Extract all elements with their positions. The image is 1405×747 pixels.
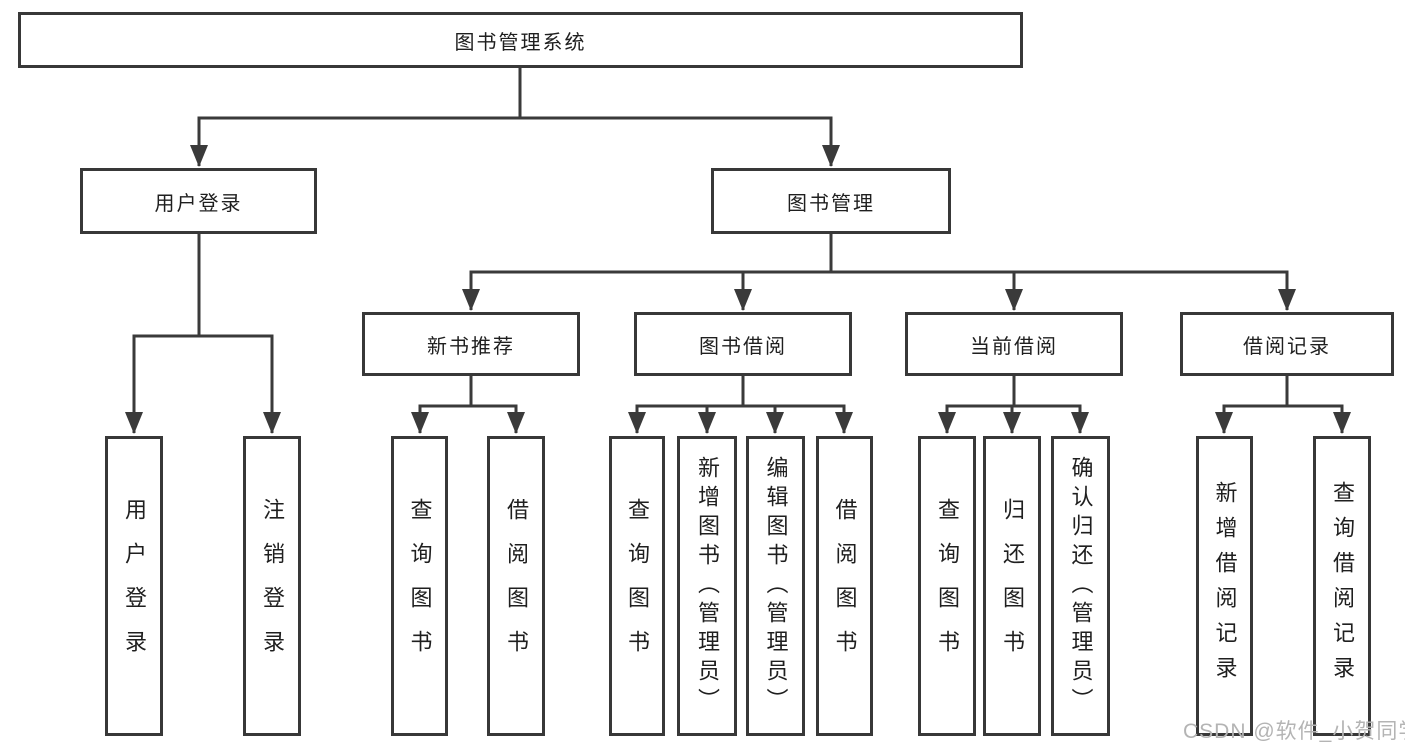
node-root: 图书管理系统 [18, 12, 1023, 68]
node-book-management: 图书管理 [711, 168, 951, 234]
node-new-book-recommend: 新书推荐 [362, 312, 580, 376]
leaf-borrow-book-newrec: 借阅图书 [487, 436, 545, 736]
node-new-book-recommend-label: 新书推荐 [427, 335, 515, 358]
leaf-query-borrow-record: 查询借阅记录 [1313, 436, 1371, 736]
leaf-edit-book-admin-label: 编辑图书（管理员） [763, 455, 789, 717]
leaf-user-login-label: 用户登录 [122, 498, 147, 674]
node-user-login: 用户登录 [80, 168, 317, 234]
csdn-watermark: CSDN @软件_小贺同学 [1183, 720, 1405, 743]
node-book-borrow-label: 图书借阅 [699, 335, 787, 358]
leaf-logout-label: 注销登录 [260, 498, 285, 674]
leaf-confirm-return-admin-label: 确认归还（管理员） [1068, 455, 1094, 717]
leaf-add-book-admin-label: 新增图书（管理员） [695, 455, 720, 717]
leaf-borrow-book-newrec-label: 借阅图书 [504, 498, 529, 674]
leaf-query-book-newrec: 查询图书 [391, 436, 448, 736]
node-user-login-label: 用户登录 [154, 192, 243, 215]
node-borrow-record: 借阅记录 [1180, 312, 1394, 376]
leaf-query-book-borrow-label: 查询图书 [625, 498, 650, 674]
leaf-borrow-book-label: 借阅图书 [832, 498, 858, 674]
leaf-query-borrow-record-label: 查询借阅记录 [1330, 481, 1355, 691]
leaf-query-book-current-label: 查询图书 [935, 498, 960, 674]
leaf-edit-book-admin: 编辑图书（管理员） [746, 436, 805, 736]
leaf-query-book-newrec-label: 查询图书 [407, 498, 433, 674]
node-current-borrow-label: 当前借阅 [970, 335, 1058, 358]
node-root-label: 图书管理系统 [454, 31, 587, 54]
leaf-return-book-label: 归还图书 [1000, 498, 1025, 674]
leaf-add-borrow-record: 新增借阅记录 [1196, 436, 1253, 736]
leaf-return-book: 归还图书 [983, 436, 1041, 736]
leaf-query-book-current: 查询图书 [918, 436, 976, 736]
leaf-logout: 注销登录 [243, 436, 301, 736]
leaf-confirm-return-admin: 确认归还（管理员） [1051, 436, 1110, 736]
node-book-borrow: 图书借阅 [634, 312, 852, 376]
leaf-add-borrow-record-label: 新增借阅记录 [1212, 481, 1238, 691]
leaf-query-book-borrow: 查询图书 [609, 436, 665, 736]
leaf-add-book-admin: 新增图书（管理员） [677, 436, 737, 736]
leaf-user-login: 用户登录 [105, 436, 163, 736]
node-book-management-label: 图书管理 [787, 192, 875, 215]
leaf-borrow-book: 借阅图书 [816, 436, 873, 736]
node-borrow-record-label: 借阅记录 [1243, 335, 1331, 358]
node-current-borrow: 当前借阅 [905, 312, 1123, 376]
